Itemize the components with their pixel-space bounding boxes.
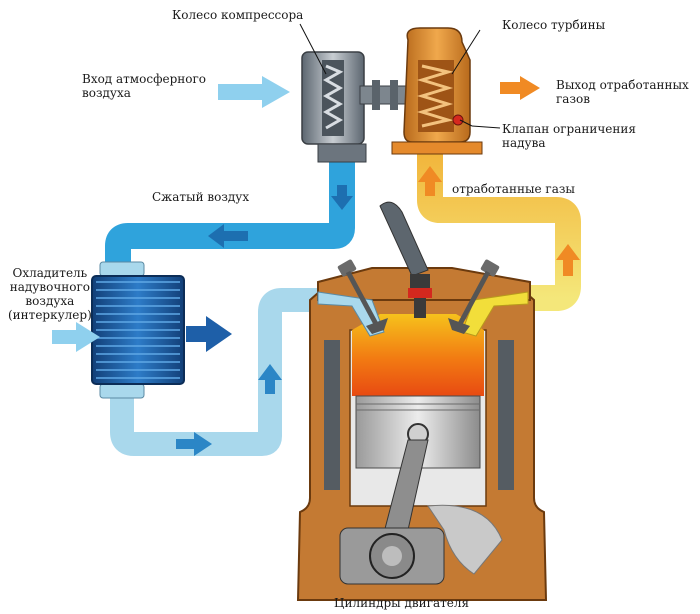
- crankshaft: [339, 527, 445, 585]
- spark-plug: [379, 201, 432, 318]
- intake-valve: [337, 259, 388, 334]
- turbine-wheel: [416, 64, 454, 128]
- turbocharger: [301, 27, 483, 163]
- right-water-jacket: [498, 340, 514, 490]
- charge-air-arrow-right: [176, 432, 212, 456]
- exhaust-arrow-up-turbine: [418, 166, 442, 196]
- exhaust-out-arrow: [500, 76, 540, 100]
- exhaust-duct: [417, 150, 581, 311]
- intercooler-label: Охладитель надувочного воздуха (интеркул…: [8, 266, 92, 322]
- charge-air-arrow-up: [258, 364, 282, 394]
- compressor-wheel-label: Колесо компрессора: [172, 8, 304, 22]
- compressed-air-arrow-down: [331, 185, 353, 210]
- cylinders-label: Цилиндры двигателя: [334, 596, 470, 610]
- intercooler-fins: [96, 281, 180, 379]
- turbine-wheel-label: Колесо турбины: [502, 18, 606, 32]
- exhaust-arrow-up-right: [556, 244, 580, 276]
- cooling-air-out-arrow: [186, 316, 232, 352]
- cooling-air-in-arrow: [52, 322, 100, 352]
- exhaust-valve: [448, 259, 500, 334]
- compressed-air-arrow-left: [208, 224, 248, 248]
- wastegate-valve: [452, 114, 464, 126]
- compressor-wheel: [322, 64, 344, 130]
- intercooler: [91, 261, 185, 399]
- exhaust-out-label: Выход отработанных газов: [556, 78, 689, 106]
- exhaust-gases-label: отработанные газы: [452, 182, 575, 196]
- wastegate-label: Клапан ограничения надува: [502, 122, 636, 150]
- leader-lines: [299, 23, 501, 129]
- compressed-air-label: Сжатый воздух: [152, 190, 250, 204]
- charge-air-duct: [110, 288, 340, 456]
- engine-block: [296, 201, 548, 601]
- compressed-air-duct: [105, 158, 355, 262]
- combustion-chamber: [352, 314, 484, 396]
- air-intake-arrow: [218, 76, 290, 108]
- air-intake-label: Вход атмосферного воздуха: [82, 72, 206, 100]
- left-water-jacket: [324, 340, 340, 490]
